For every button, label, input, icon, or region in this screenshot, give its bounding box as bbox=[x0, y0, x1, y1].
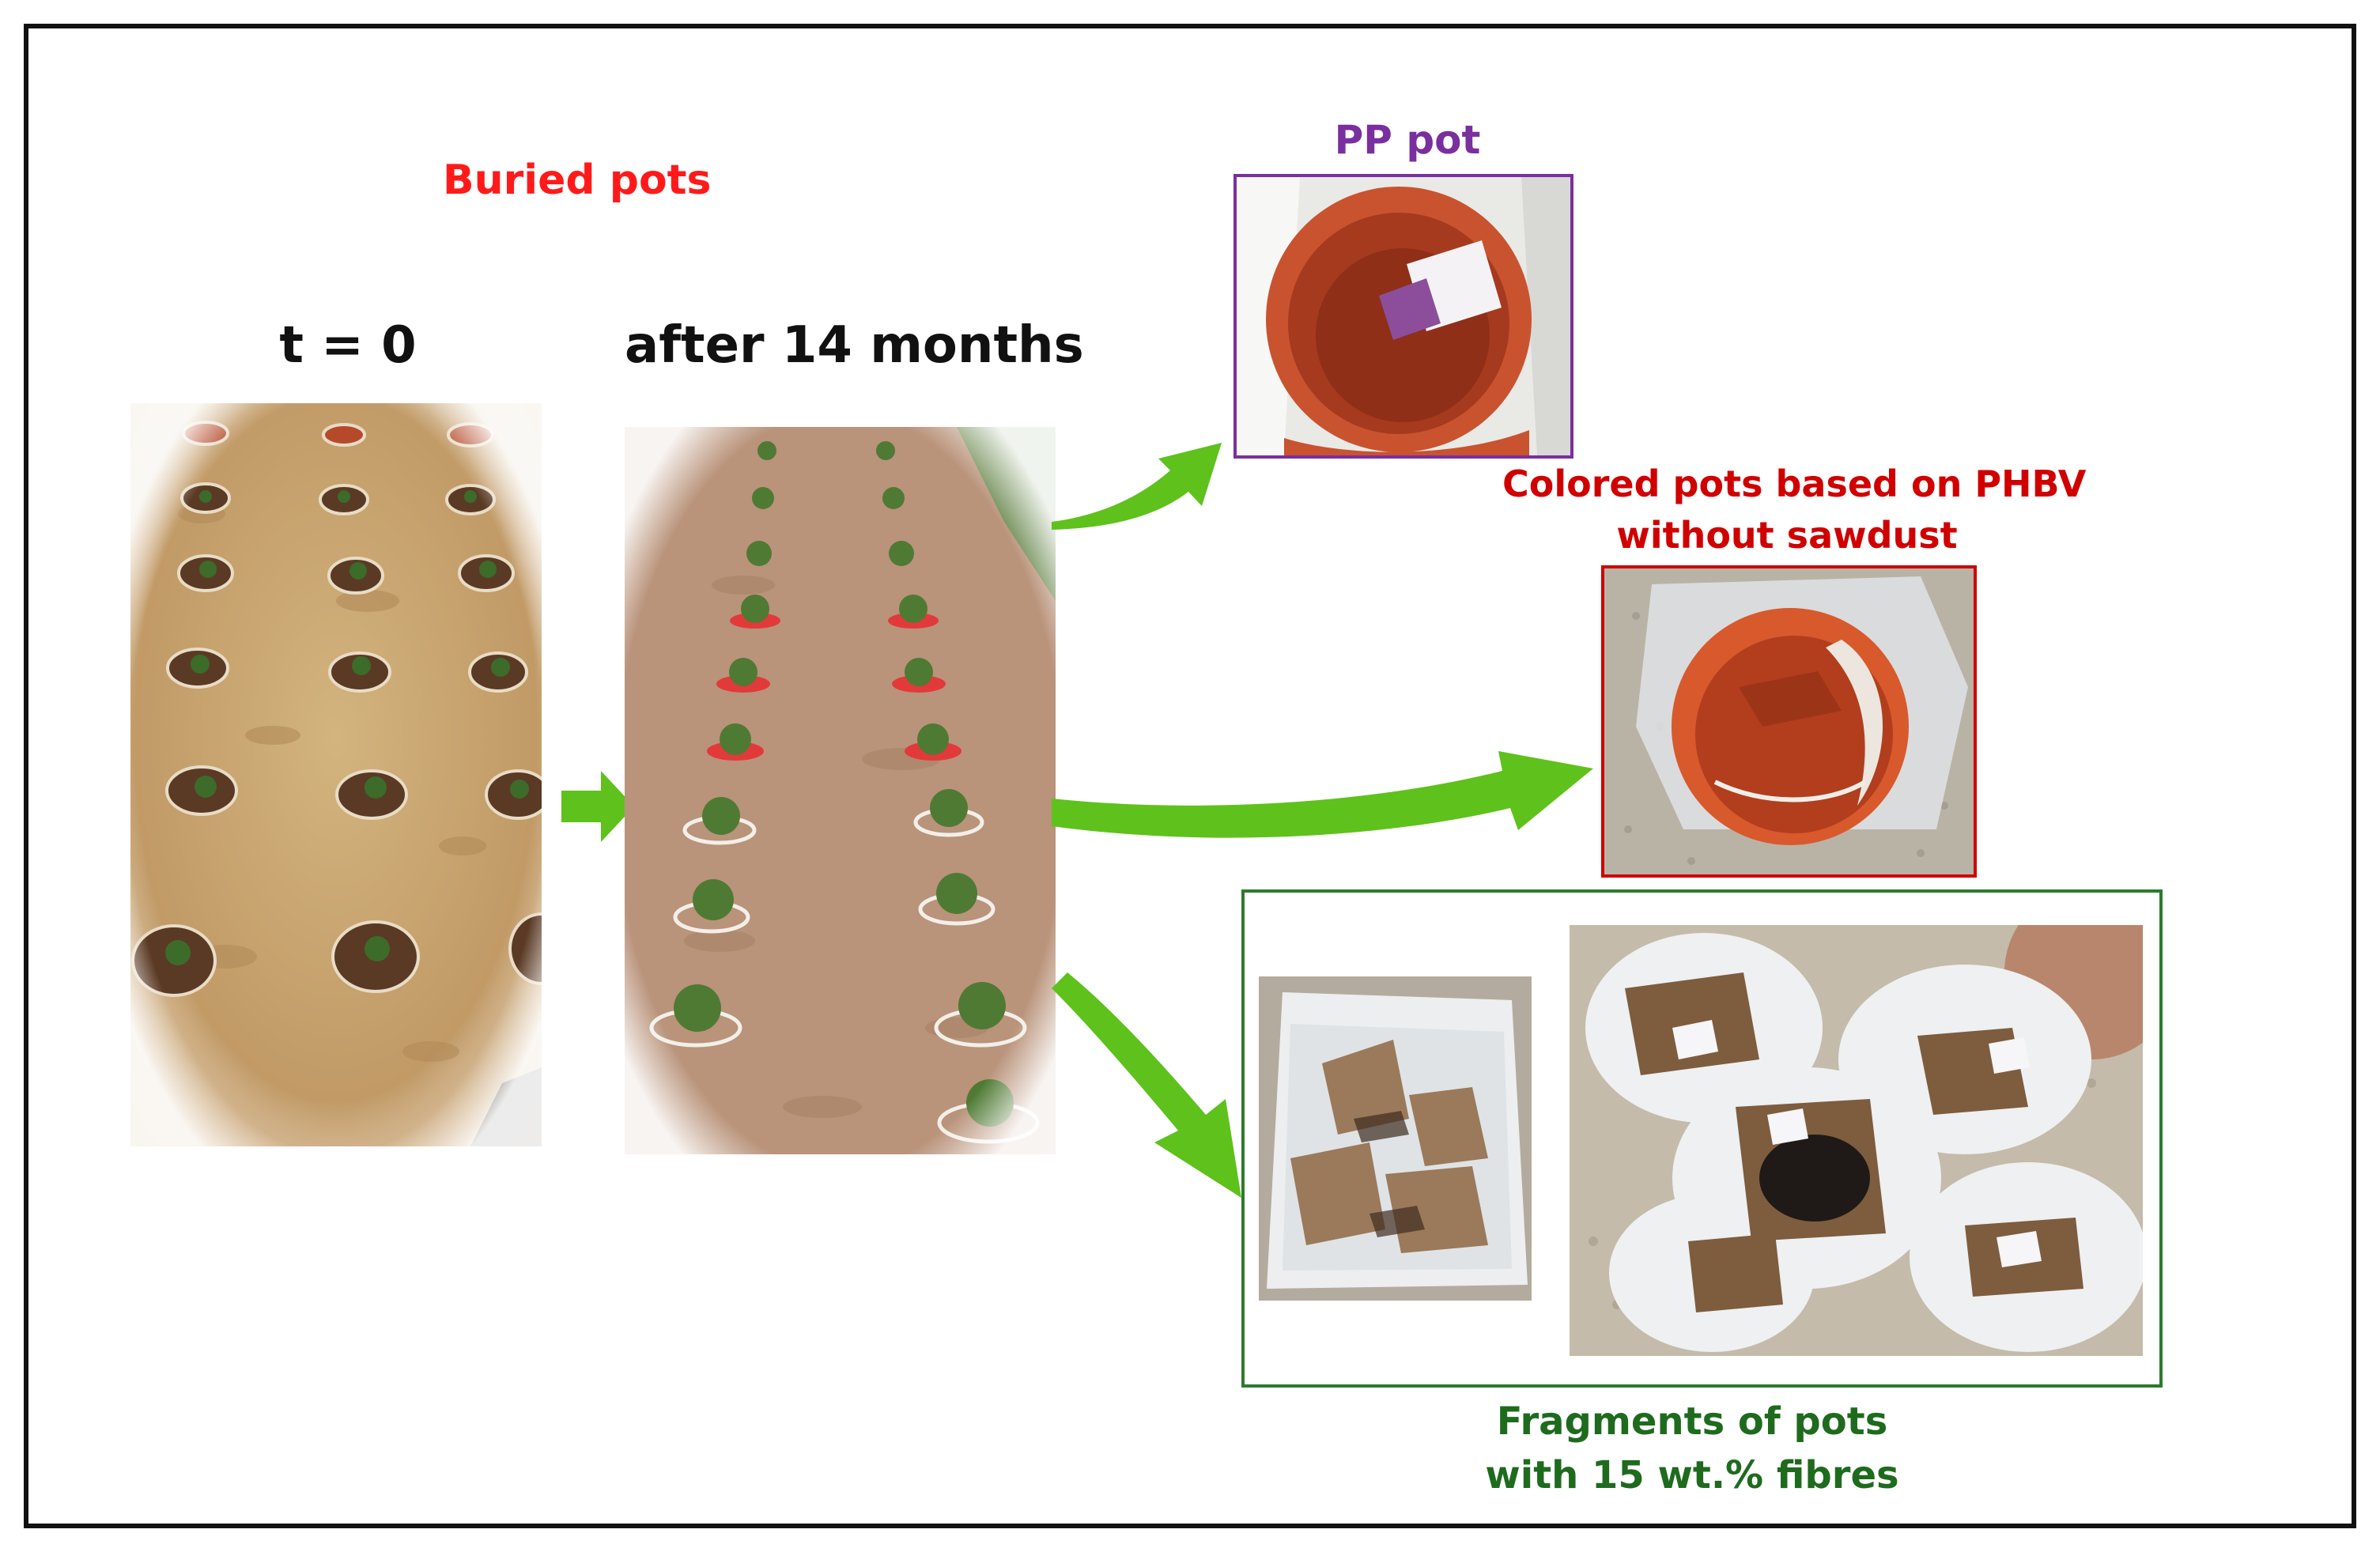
figure-frame bbox=[24, 24, 2356, 1528]
phbv-pot-label-line1: Colored pots based on PHBV bbox=[1502, 463, 2087, 505]
fibre-pot-photo-group bbox=[1570, 925, 2143, 1356]
arrow-to-fibre-pot bbox=[1052, 972, 1241, 1198]
phbv-pot-photo-frame bbox=[1601, 565, 1977, 878]
pp-pot-label: PP pot bbox=[1334, 117, 1481, 163]
title-buried-pots: Buried pots bbox=[443, 157, 712, 204]
field-photo-t0 bbox=[130, 403, 542, 1146]
field-photo-after-14-months bbox=[625, 427, 1056, 1154]
fibre-pot-photo-single bbox=[1259, 976, 1532, 1301]
fibre-pot-photos-frame bbox=[1241, 889, 2163, 1388]
pp-pot-photo-frame bbox=[1233, 174, 1573, 459]
fibre-pot-label-line1: Fragments of pots bbox=[1496, 1399, 1888, 1444]
stage-label-after-14-months: after 14 months bbox=[625, 316, 1084, 375]
arrow-to-pp-pot bbox=[1052, 443, 1222, 530]
phbv-pot-label-line2: without sawdust bbox=[1616, 514, 1958, 557]
stage-label-t0: t = 0 bbox=[279, 316, 417, 375]
arrow-to-phbv-pot bbox=[1052, 751, 1593, 838]
fibre-pot-label-line2: with 15 wt.% fibres bbox=[1485, 1453, 1899, 1497]
arrow-t0-to-14-months bbox=[561, 771, 634, 842]
